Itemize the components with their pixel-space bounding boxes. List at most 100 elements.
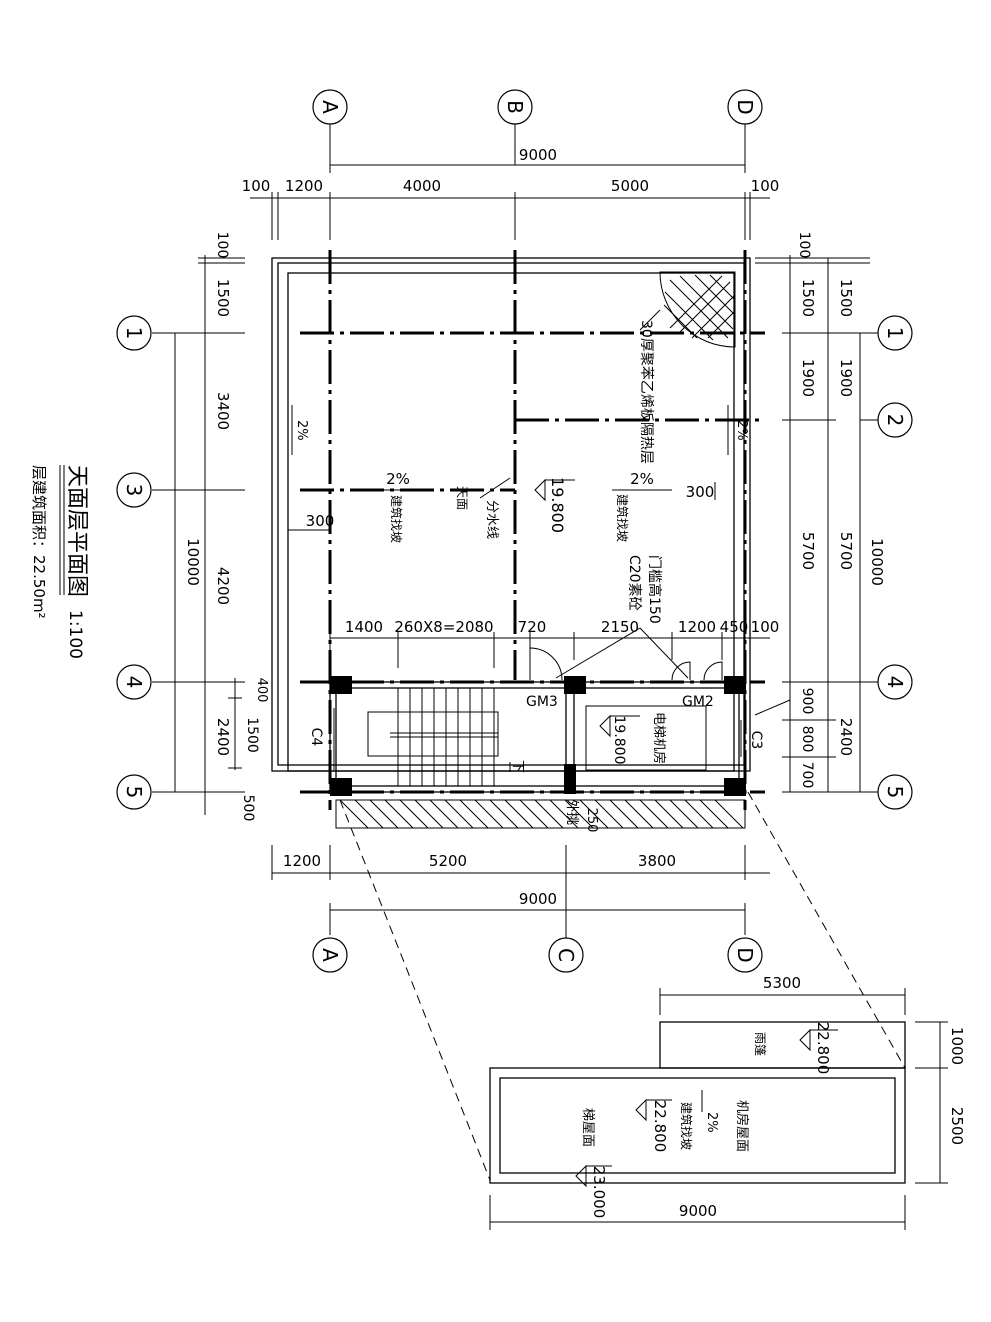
plan-outline — [271, 257, 751, 772]
dim-left-1500: 1500 — [214, 279, 232, 317]
insulation-note: 30厚聚苯乙烯板隔热层 — [638, 320, 655, 464]
dim-inset-5300: 5300 — [763, 974, 801, 992]
axis-left-4: 4 — [122, 676, 146, 689]
axis-right-2: 2 — [883, 414, 907, 427]
stair-treads: 下 — [367, 688, 525, 786]
jifang-wumian-label: 机房屋面 — [734, 1100, 750, 1152]
dim-left-500: 500 — [240, 795, 256, 822]
axis-left-3: 3 — [122, 484, 146, 497]
grid-axes — [300, 250, 765, 810]
overhang-strip: 外挑 250 — [335, 799, 746, 833]
dim-top-100-left: 100 — [242, 177, 271, 195]
slope-right-room: 2% — [630, 470, 654, 488]
slope-edge-right: 2% — [734, 420, 749, 441]
dim-left-3400: 3400 — [214, 392, 232, 430]
drawing-scale: 1:100 — [65, 610, 85, 659]
dim-right-10000: 10000 — [868, 538, 886, 586]
dim-right-700: 700 — [799, 762, 815, 789]
dim-right-900: 900 — [799, 688, 815, 715]
door-gm2: GM2 — [682, 694, 714, 710]
tianmian-label: 天面 — [455, 486, 469, 510]
inset-roof-plan: 5300 1000 2500 9000 雨篷 22.800 梯屋面 机房屋面 2… — [489, 974, 966, 1230]
dim-bot-1200: 1200 — [283, 852, 321, 870]
axis-top-d: D — [733, 99, 757, 114]
dim-top-total: 9000 — [519, 146, 557, 164]
louti-wumian-label: 梯屋面 — [580, 1108, 595, 1147]
elev-yupeng: 22.800 — [814, 1022, 832, 1075]
lift-room-elevation: 19.800 — [611, 716, 627, 765]
dim-right-5700a: 5700 — [799, 532, 817, 570]
dim-top-100-right: 100 — [751, 177, 780, 195]
dim-inset-1000: 1000 — [948, 1027, 966, 1065]
axis-right-4: 4 — [883, 676, 907, 689]
overhang-label: 外挑 — [564, 799, 579, 825]
axis-bot-c: C — [554, 948, 578, 962]
dim-bot-total: 9000 — [519, 890, 557, 908]
dim-mid-2150: 2150 — [601, 618, 639, 636]
dim-right-100: 100 — [796, 232, 812, 259]
zhaopo-right-room: 建筑找坡 — [615, 494, 630, 542]
dim-300-right: 300 — [686, 483, 715, 501]
slope-edge-left: 2% — [294, 420, 309, 441]
dim-left-1500b: 1500 — [244, 717, 260, 753]
zhaopo-left-room: 建筑找坡 — [389, 495, 404, 543]
dim-right-800: 800 — [799, 726, 815, 753]
inset-zhaopo: 建筑找坡 — [679, 1102, 694, 1150]
stair-down-label: 下 — [510, 760, 525, 773]
axis-left-5: 5 — [122, 786, 146, 799]
dim-mid-1200: 1200 — [678, 618, 716, 636]
dim-inset-2500: 2500 — [948, 1107, 966, 1145]
dim-top-1200: 1200 — [285, 177, 323, 195]
dim-right-5700b: 5700 — [837, 532, 855, 570]
elev-roof: 22.800 — [651, 1100, 669, 1153]
dim-right-1900b: 1900 — [837, 359, 855, 397]
dim-inset-9000: 9000 — [679, 1202, 717, 1220]
dim-mid-1400: 1400 — [345, 618, 383, 636]
axis-right-1: 1 — [883, 327, 907, 340]
axis-bot-a: A — [318, 948, 342, 962]
dim-right-1500b: 1500 — [837, 279, 855, 317]
stair-lift-core: C4 下 GM3 GM2 电梯机房 19.800 — [308, 647, 764, 796]
axis-top-b: B — [503, 100, 527, 114]
dim-mid-100: 100 — [751, 618, 780, 636]
axis-bubbles-bottom: A C D — [312, 880, 763, 973]
callout-lines — [339, 699, 906, 1181]
bottom-dimensions: 1200 5200 3800 9000 — [271, 845, 770, 935]
window-c3: C3 — [748, 731, 764, 750]
dim-bot-5200: 5200 — [429, 852, 467, 870]
dim-top-4000: 4000 — [403, 177, 441, 195]
left-dimensions: 10000 100 1500 3400 4200 2400 500 400 15… — [168, 232, 269, 822]
dim-left-2400: 2400 — [214, 718, 232, 756]
dim-mid-720: 720 — [518, 618, 547, 636]
dim-right-1900a: 1900 — [799, 359, 817, 397]
inset-slope: 2% — [704, 1112, 719, 1133]
dim-left-400: 400 — [254, 678, 269, 703]
axis-right-5: 5 — [883, 786, 907, 799]
dim-mid-450: 450 — [720, 618, 749, 636]
right-dimensions: 100 1500 1500 1900 1900 5700 5700 10000 … — [755, 232, 886, 793]
floor-area-note: 层建筑面积：22.50m² — [30, 465, 48, 619]
axis-bubbles-top: A B D — [312, 89, 763, 165]
dim-250: 250 — [584, 808, 599, 833]
dim-left-4200: 4200 — [214, 567, 232, 605]
title-block: 天面层平面图 1:100 层建筑面积：22.50m² — [30, 465, 89, 659]
dim-top-5000: 5000 — [611, 177, 649, 195]
axis-top-a: A — [318, 100, 342, 114]
dim-300-left: 300 — [306, 512, 335, 530]
axis-bot-d: D — [733, 947, 757, 962]
axis-left-1: 1 — [122, 327, 146, 340]
dim-bot-3800: 3800 — [638, 852, 676, 870]
mid-dimensions: 1400 260X8=2080 720 2150 1200 450 100 — [329, 618, 780, 668]
dim-left-10000: 10000 — [184, 538, 202, 586]
axis-bubbles-right: 1 2 4 5 — [860, 315, 913, 810]
drawing-title: 天面层平面图 — [64, 465, 89, 597]
window-c4: C4 — [308, 728, 324, 747]
dim-right-2400: 2400 — [837, 718, 855, 756]
fenshuixian-label: 分水线 — [484, 500, 499, 539]
yupeng-label: 雨篷 — [753, 1032, 768, 1056]
elev-main: 19.800 — [548, 477, 567, 533]
dim-right-1500a: 1500 — [799, 279, 817, 317]
elev-top: 23.000 — [590, 1166, 608, 1219]
slope-left-room: 2% — [386, 470, 410, 488]
